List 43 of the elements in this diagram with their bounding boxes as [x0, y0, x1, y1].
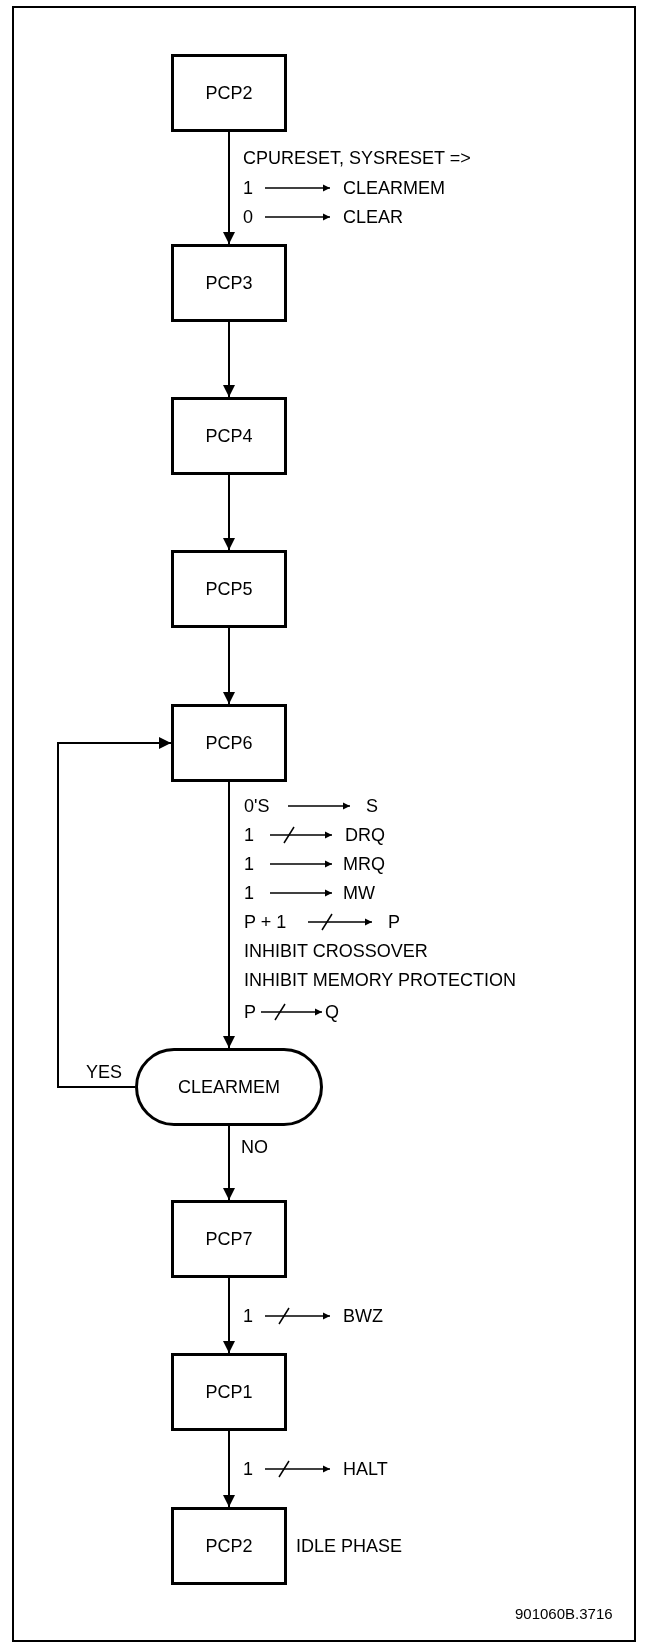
- signal-label: P: [388, 911, 400, 933]
- signal-label: Q: [325, 1001, 339, 1023]
- arrow: [223, 131, 235, 245]
- decision-terminal: CLEARMEM: [135, 1048, 323, 1126]
- arrow: [223, 1125, 235, 1201]
- signal-label: DRQ: [345, 824, 385, 846]
- signal-label: 1: [244, 824, 254, 846]
- process-box: PCP3: [171, 244, 287, 322]
- signal-label: CPURESET, SYSRESET =>: [243, 147, 471, 169]
- signal-label: 1: [243, 1305, 253, 1327]
- node-caption: IDLE PHASE: [296, 1535, 403, 1557]
- signal-label: HALT: [343, 1458, 388, 1480]
- process-box: PCP2: [171, 1507, 287, 1585]
- arrow: [223, 781, 235, 1049]
- signal-label: P: [244, 1001, 256, 1023]
- arrow: [223, 627, 235, 705]
- signal-label: 0: [243, 206, 253, 228]
- process-box: PCP1: [171, 1353, 287, 1431]
- signal-label: CLEAR: [343, 206, 404, 228]
- signal-label: 1: [244, 853, 254, 875]
- signal-label: INHIBIT MEMORY PROTECTION: [244, 969, 517, 991]
- signal-label: MRQ: [343, 853, 385, 875]
- process-box: PCP4: [171, 397, 287, 475]
- signal-label: MW: [343, 882, 375, 904]
- arrow: [223, 1277, 235, 1354]
- signal-label: 1: [243, 177, 253, 199]
- signal-label: 0'S: [244, 795, 270, 817]
- arrow: [223, 1430, 235, 1508]
- process-box: PCP7: [171, 1200, 287, 1278]
- signal-label: CLEARMEM: [343, 177, 445, 199]
- arrow: [223, 474, 235, 551]
- process-box: PCP5: [171, 550, 287, 628]
- signal-label: BWZ: [343, 1305, 383, 1327]
- figure-number: 901060B.3716: [515, 1605, 613, 1623]
- signal-label: S: [366, 795, 378, 817]
- arrow: [223, 321, 235, 398]
- arrow: [57, 737, 172, 1088]
- signal-label: INHIBIT CROSSOVER: [244, 940, 428, 962]
- process-box: PCP6: [171, 704, 287, 782]
- process-box: PCP2: [171, 54, 287, 132]
- signal-label: 1: [244, 882, 254, 904]
- signal-label: 1: [243, 1458, 253, 1480]
- signal-label: P + 1: [244, 911, 287, 933]
